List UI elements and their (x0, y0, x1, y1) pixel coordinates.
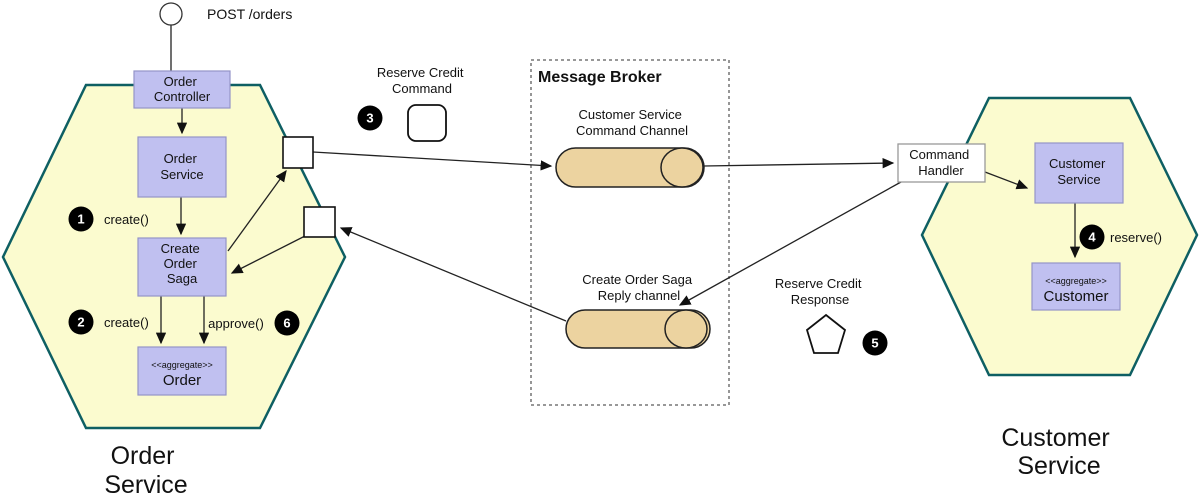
response-message-icon (805, 313, 847, 354)
command-handler-label: Command Handler (909, 147, 973, 178)
step-1-badge: 1 (68, 206, 94, 232)
command-channel-label: Customer Service Command Channel (576, 107, 688, 138)
order-service-title: Order Service (104, 442, 187, 498)
command-channel-cylinder (555, 147, 705, 188)
order-aggregate-box (137, 346, 227, 396)
order-service-box (137, 136, 227, 198)
inport-to-saga-arrow (230, 235, 306, 274)
handler-to-reply-channel-arrow (678, 181, 902, 306)
step-4-label: reserve() (1110, 230, 1162, 245)
customer-service-box (1034, 142, 1124, 204)
customer-service-label: Customer Service (1049, 156, 1109, 187)
reply-channel-cylinder (565, 309, 711, 349)
reply-channel-to-inport-arrow (339, 227, 567, 322)
order-controller-label: Order Controller (154, 74, 211, 104)
create-order-saga-box (137, 237, 227, 297)
command-handler-box (897, 143, 986, 183)
create-order-saga-label: Create Order Saga (161, 241, 204, 286)
svg-text:2: 2 (77, 315, 84, 330)
step-4-badge: 4 (1079, 224, 1105, 250)
reserve-credit-command-label: Reserve Credit Command (377, 65, 467, 96)
step-6-badge: 6 (274, 310, 300, 336)
svg-text:6: 6 (283, 316, 290, 331)
handler-to-customer-service-arrow (984, 171, 1029, 190)
step-2-label: create() (104, 315, 149, 330)
step-2-badge: 2 (68, 309, 94, 335)
step-1-label: create() (104, 212, 149, 227)
reply-channel-label: Create Order Saga Reply channel (582, 272, 695, 303)
actor-icon (159, 2, 183, 26)
step-3-badge: 3 (357, 105, 383, 131)
customer-aggregate-stereotype: <<aggregate>> (1045, 276, 1107, 286)
svg-text:5: 5 (871, 336, 878, 351)
step-6-label: approve() (208, 316, 264, 331)
order-service-out-port (282, 136, 314, 169)
reserve-credit-response-label: Reserve Credit Response (775, 276, 865, 307)
saga-to-outport-arrow (227, 169, 287, 252)
outport-to-command-channel-arrow (312, 151, 553, 171)
svg-text:1: 1 (77, 212, 84, 227)
actor-label: POST /orders (207, 6, 292, 22)
command-message-icon (407, 104, 447, 142)
message-broker-boundary (530, 59, 730, 406)
step-5-badge: 5 (862, 330, 888, 356)
customer-service-hexagon (920, 96, 1199, 377)
customer-aggregate-label: Customer (1043, 288, 1108, 305)
order-aggregate-stereotype: <<aggregate>> (151, 360, 213, 370)
order-service-label: Order Service (160, 151, 203, 182)
customer-service-title: Customer Service (1001, 424, 1116, 480)
order-service-in-port (303, 206, 336, 238)
command-channel-to-handler-arrow (703, 157, 895, 169)
svg-text:3: 3 (366, 111, 373, 126)
order-controller-box (133, 70, 231, 109)
order-aggregate-label: Order (163, 372, 201, 389)
customer-aggregate-box (1031, 262, 1121, 311)
svg-text:4: 4 (1088, 230, 1096, 245)
message-broker-title: Message Broker (538, 69, 662, 86)
